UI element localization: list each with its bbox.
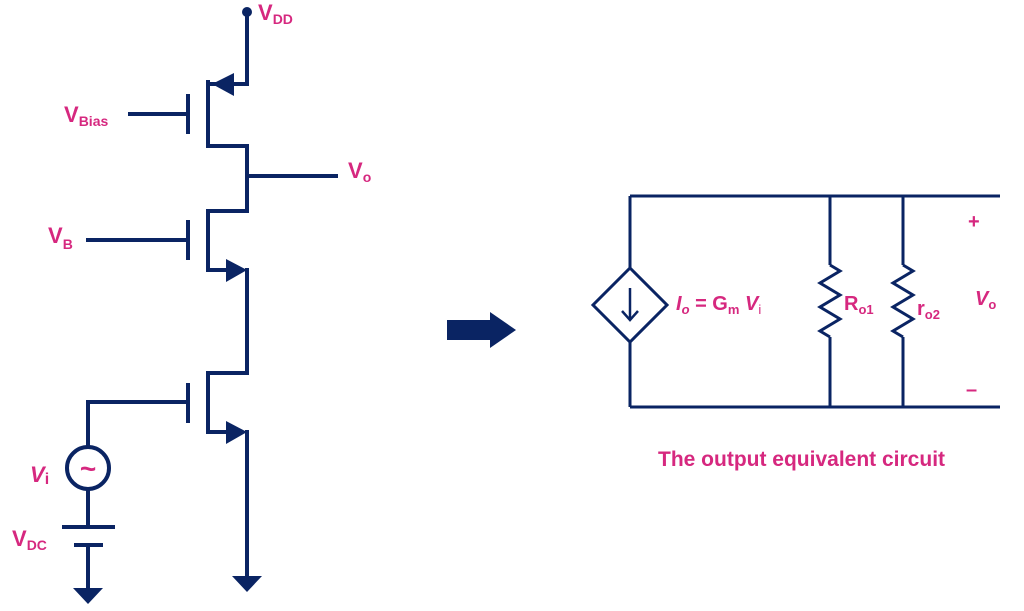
caption: The output equivalent circuit	[658, 448, 946, 471]
resistor-ro1	[817, 263, 843, 339]
vo-output-label: Vo	[975, 288, 996, 312]
current-equation: Io = Gm Vi	[676, 293, 761, 317]
ground-arrow-right	[232, 576, 262, 592]
left-circuit: ~ VDD VBias Vo VB Vi VDC	[12, 0, 371, 604]
transform-arrow	[447, 312, 516, 348]
vb-label: VB	[48, 223, 73, 252]
right-circuit: Io = Gm Vi Ro1 ro2 Vo + –	[590, 194, 1000, 409]
ro1-label: Ro1	[844, 293, 874, 317]
nmos-input-arrow	[226, 421, 247, 444]
nmos-cascode-arrow	[226, 259, 247, 282]
vdc-label: VDC	[12, 526, 47, 553]
pmos-transistor	[128, 73, 249, 148]
resistor-ro2	[890, 263, 916, 339]
plus-sign: +	[968, 211, 980, 233]
vo-label: Vo	[348, 158, 371, 185]
ac-source-symbol: ~	[80, 453, 96, 484]
ground-arrow-left	[73, 588, 103, 604]
nmos-input-transistor	[186, 371, 249, 444]
vbias-label: VBias	[64, 102, 108, 129]
ro2-label: ro2	[917, 298, 940, 322]
pmos-arrow	[212, 73, 234, 96]
nmos-cascode-transistor	[86, 209, 249, 282]
minus-sign: –	[966, 379, 977, 401]
vdd-label: VDD	[258, 0, 293, 27]
vi-label: Vi	[30, 462, 49, 488]
